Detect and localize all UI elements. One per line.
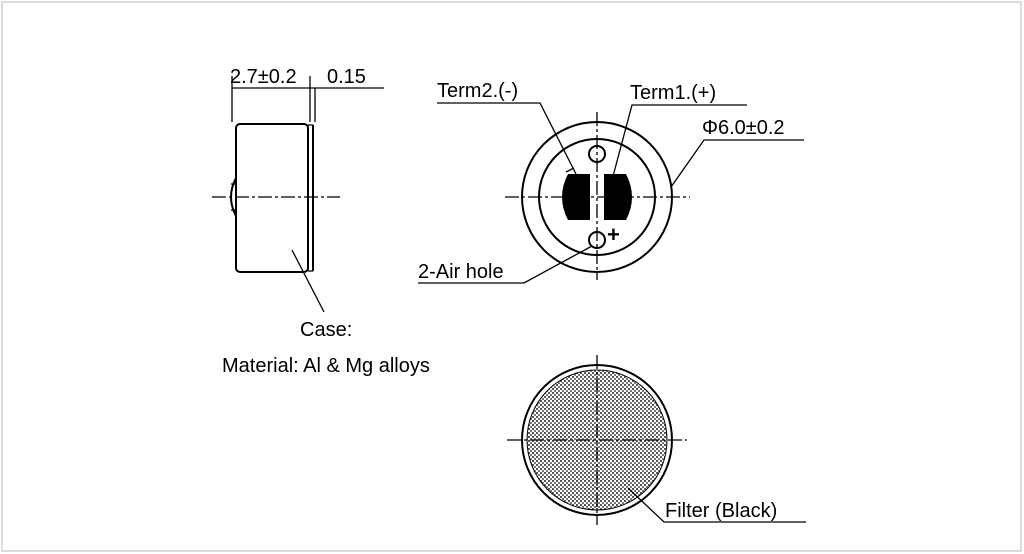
case-title-label: Case:: [300, 319, 352, 341]
inner-ring-circle: [538, 138, 656, 256]
term2-label: Term2.(-): [437, 80, 518, 102]
filter-leader: [627, 487, 806, 523]
air-hole-label: 2-Air hole: [418, 261, 504, 283]
diameter-label: Φ6.0±0.2: [702, 117, 785, 139]
filter-label: Filter (Black): [665, 500, 777, 522]
side-view: 2.7±0.2 0.15 Case: Material: Al & Mg all…: [212, 66, 430, 377]
term1-label: Term1.(+): [630, 82, 716, 104]
thickness-dimension: 2.7±0.2: [230, 66, 297, 88]
term2-leader: [437, 102, 579, 179]
polarity-plus-mark: +: [607, 222, 620, 247]
terminal-1-pad: [604, 174, 632, 220]
diameter-leader: [670, 139, 804, 188]
offset-dimension: 0.15: [327, 66, 366, 88]
terminal-view: + Term2.(-) Term1.(+) Φ6.0±0.2 2-Air hol…: [418, 80, 804, 284]
air-hole-top: [588, 145, 606, 163]
terminal-2-pad: [562, 174, 590, 220]
air-hole-bottom: [588, 231, 606, 249]
outer-case-circle: [521, 121, 673, 273]
filter-view: Filter (Black): [507, 355, 806, 525]
term1-leader: [611, 104, 747, 181]
air-hole-leader: [418, 245, 593, 284]
case-leader-line: [291, 249, 325, 313]
case-body: [235, 123, 309, 273]
case-material-label: Material: Al & Mg alloys: [222, 355, 430, 377]
terminal-bump: [230, 177, 237, 217]
